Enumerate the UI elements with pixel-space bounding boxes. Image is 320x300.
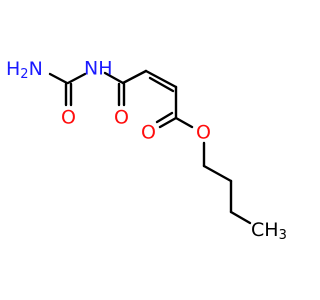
bond-amide-vinyl: [121, 69, 148, 85]
amine-n: N: [29, 58, 43, 80]
methyl-label: CH3: [251, 219, 287, 243]
methyl-ch: CH: [251, 219, 279, 241]
methyl-subscript: 3: [279, 228, 287, 243]
bond-layer: [48, 69, 252, 225]
bond-butyl-3: [229, 210, 252, 225]
bond-vinyl-double-1: [144, 69, 178, 89]
bond-imide-amide-carbon: [103, 71, 125, 85]
molecule-structure: H2N NH O O O O CH3: [6, 58, 287, 243]
bond-ester-carbonyl-2: [155, 111, 174, 124]
bond-urea-carbon-imide: [66, 72, 87, 85]
amine-subscript: 2: [20, 67, 28, 82]
bond-butyl-1: [202, 164, 233, 183]
carbonyl-oxygen-label: O: [141, 122, 156, 144]
ester-oxygen-label: O: [196, 122, 211, 144]
bond-ester-carbonyl-1: [158, 116, 178, 129]
amine-label: H2N: [6, 58, 43, 82]
bond-ester-carbon-oxygen: [174, 116, 194, 129]
bond-vinyl-double-2: [148, 76, 175, 93]
amine-h: H: [6, 58, 20, 80]
urea-oxygen-label: O: [61, 107, 76, 129]
bond-amine-urea-carbon: [48, 72, 69, 85]
imide-label: NH: [84, 58, 113, 80]
atom-label-layer: H2N NH O O O O CH3: [6, 58, 287, 243]
amide-oxygen-label: O: [114, 107, 129, 129]
